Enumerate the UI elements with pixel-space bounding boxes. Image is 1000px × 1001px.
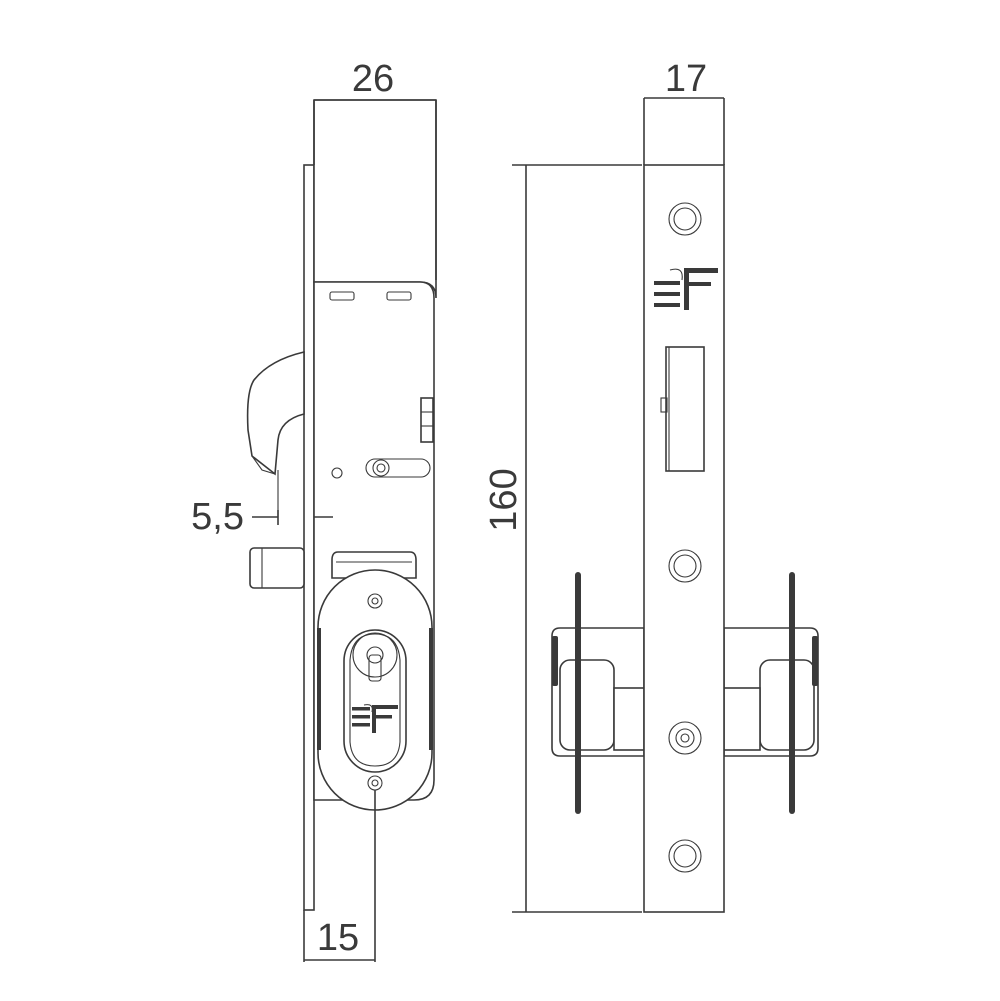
faceplate-screw-bottom [668,839,702,873]
lock-case-upper [313,99,437,299]
cylinder-fixing-screw [668,721,702,755]
latch-window [665,346,705,472]
brand-logo-small [352,704,398,733]
case-slot-right [386,291,412,301]
dim-17: 17 [665,58,707,100]
small-hole [331,467,343,479]
dim-26: 26 [352,58,394,100]
latch-block [420,397,434,443]
cylinder-profile [343,629,407,773]
dim-5-5: 5,5 [191,496,244,538]
hook-bolt [246,350,305,476]
cylinder-right [723,572,819,814]
front-view: 160 17 [483,58,819,913]
bolt-stub [249,547,305,589]
cylinder-left [551,572,645,814]
keyhole [352,632,398,678]
dim-160: 160 [483,468,525,531]
faceplate-screw-top [668,202,702,236]
slotted-guide [365,458,431,478]
case-slot-left [329,291,355,301]
faceplate-screw-middle [668,549,702,583]
brand-logo [654,268,718,310]
side-faceplate [303,164,315,911]
escutcheon-screw-top [367,593,383,609]
dim-15: 15 [317,917,359,959]
side-view: 26 15 5,5 [191,58,437,962]
cylinder-bracket [331,551,417,579]
